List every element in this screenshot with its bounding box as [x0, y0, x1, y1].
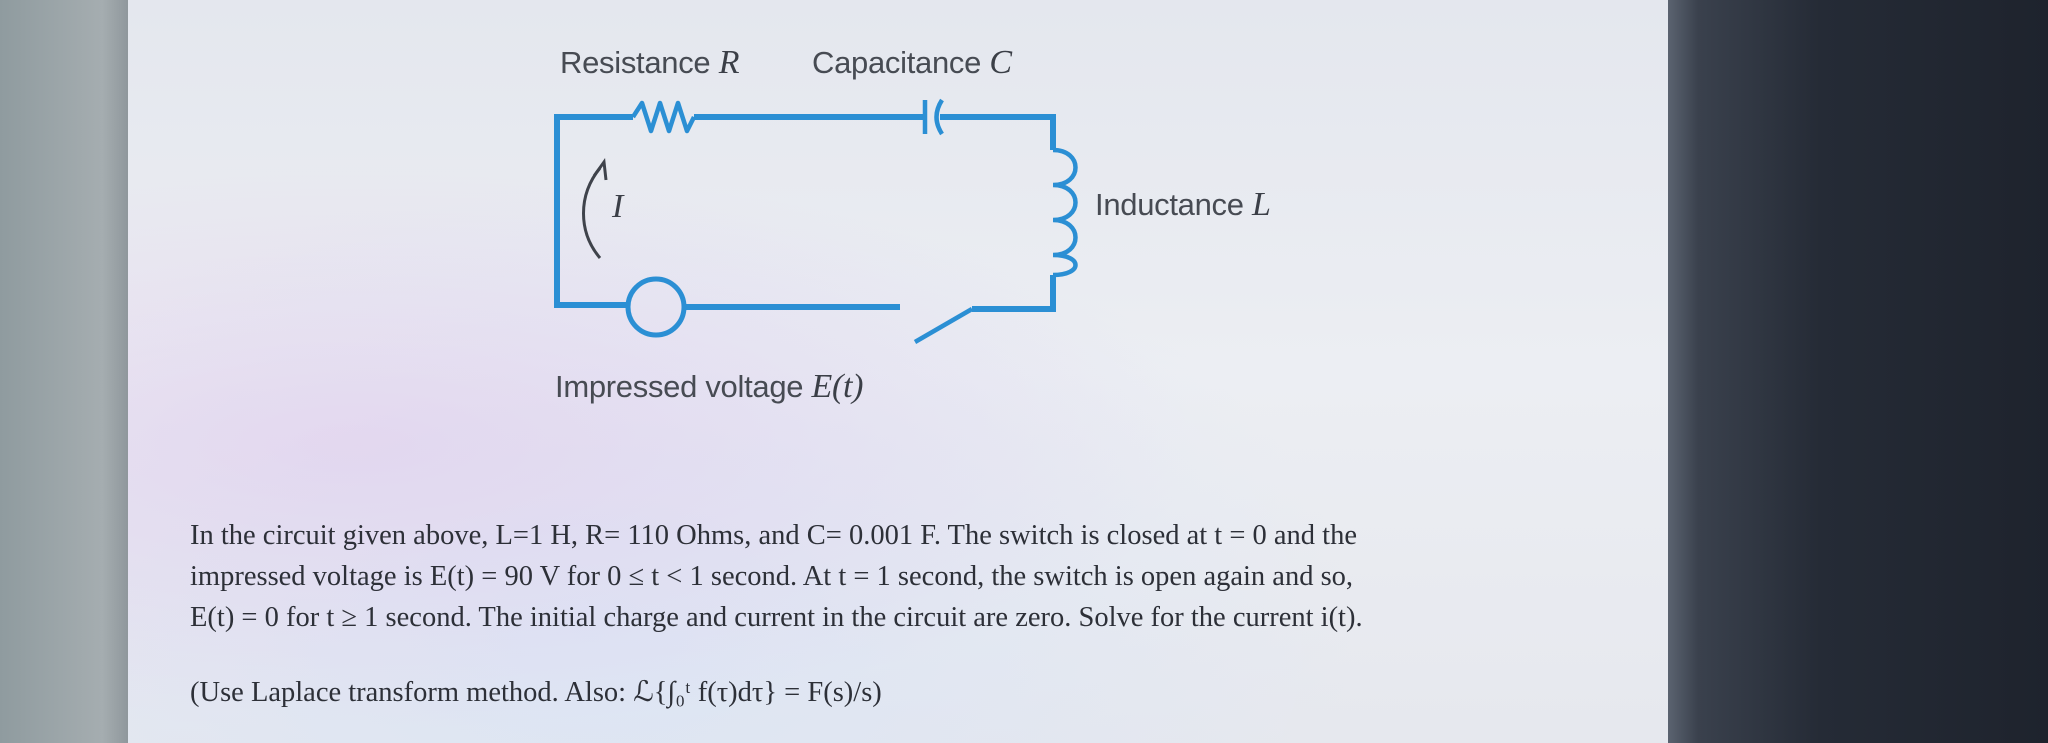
monitor-bezel — [1668, 0, 2048, 743]
current-arrow — [582, 167, 602, 259]
problem-line-1: In the circuit given above, L=1 H, R= 11… — [190, 520, 1357, 551]
inductor-symbol — [1052, 147, 1078, 278]
wire-left — [554, 114, 633, 308]
wire-top-right — [940, 114, 1056, 150]
resistor-symbol — [631, 100, 697, 134]
current-label: I — [612, 188, 624, 225]
capacitor-plate-2 — [934, 98, 944, 136]
screen-area — [128, 0, 1668, 743]
problem-statement: In the circuit given above, L=1 H, R= 11… — [190, 515, 1650, 638]
voltage-source-symbol — [625, 276, 687, 338]
current-arrowhead — [592, 157, 608, 181]
capacitance-label: Capacitance C — [812, 44, 1012, 81]
problem-line-3: E(t) = 0 for t ≥ 1 second. The initial c… — [190, 602, 1363, 633]
problem-line-2: impressed voltage is E(t) = 90 V for 0 ≤… — [190, 561, 1354, 592]
wire-right — [972, 275, 1056, 312]
laplace-hint: (Use Laplace transform method. Also: ℒ{∫… — [190, 677, 882, 708]
switch-blade — [913, 307, 974, 344]
inductance-label: Inductance L — [1095, 186, 1271, 223]
resistance-label: Resistance R — [560, 44, 740, 81]
voltage-label: Impressed voltage E(t) — [555, 368, 864, 405]
